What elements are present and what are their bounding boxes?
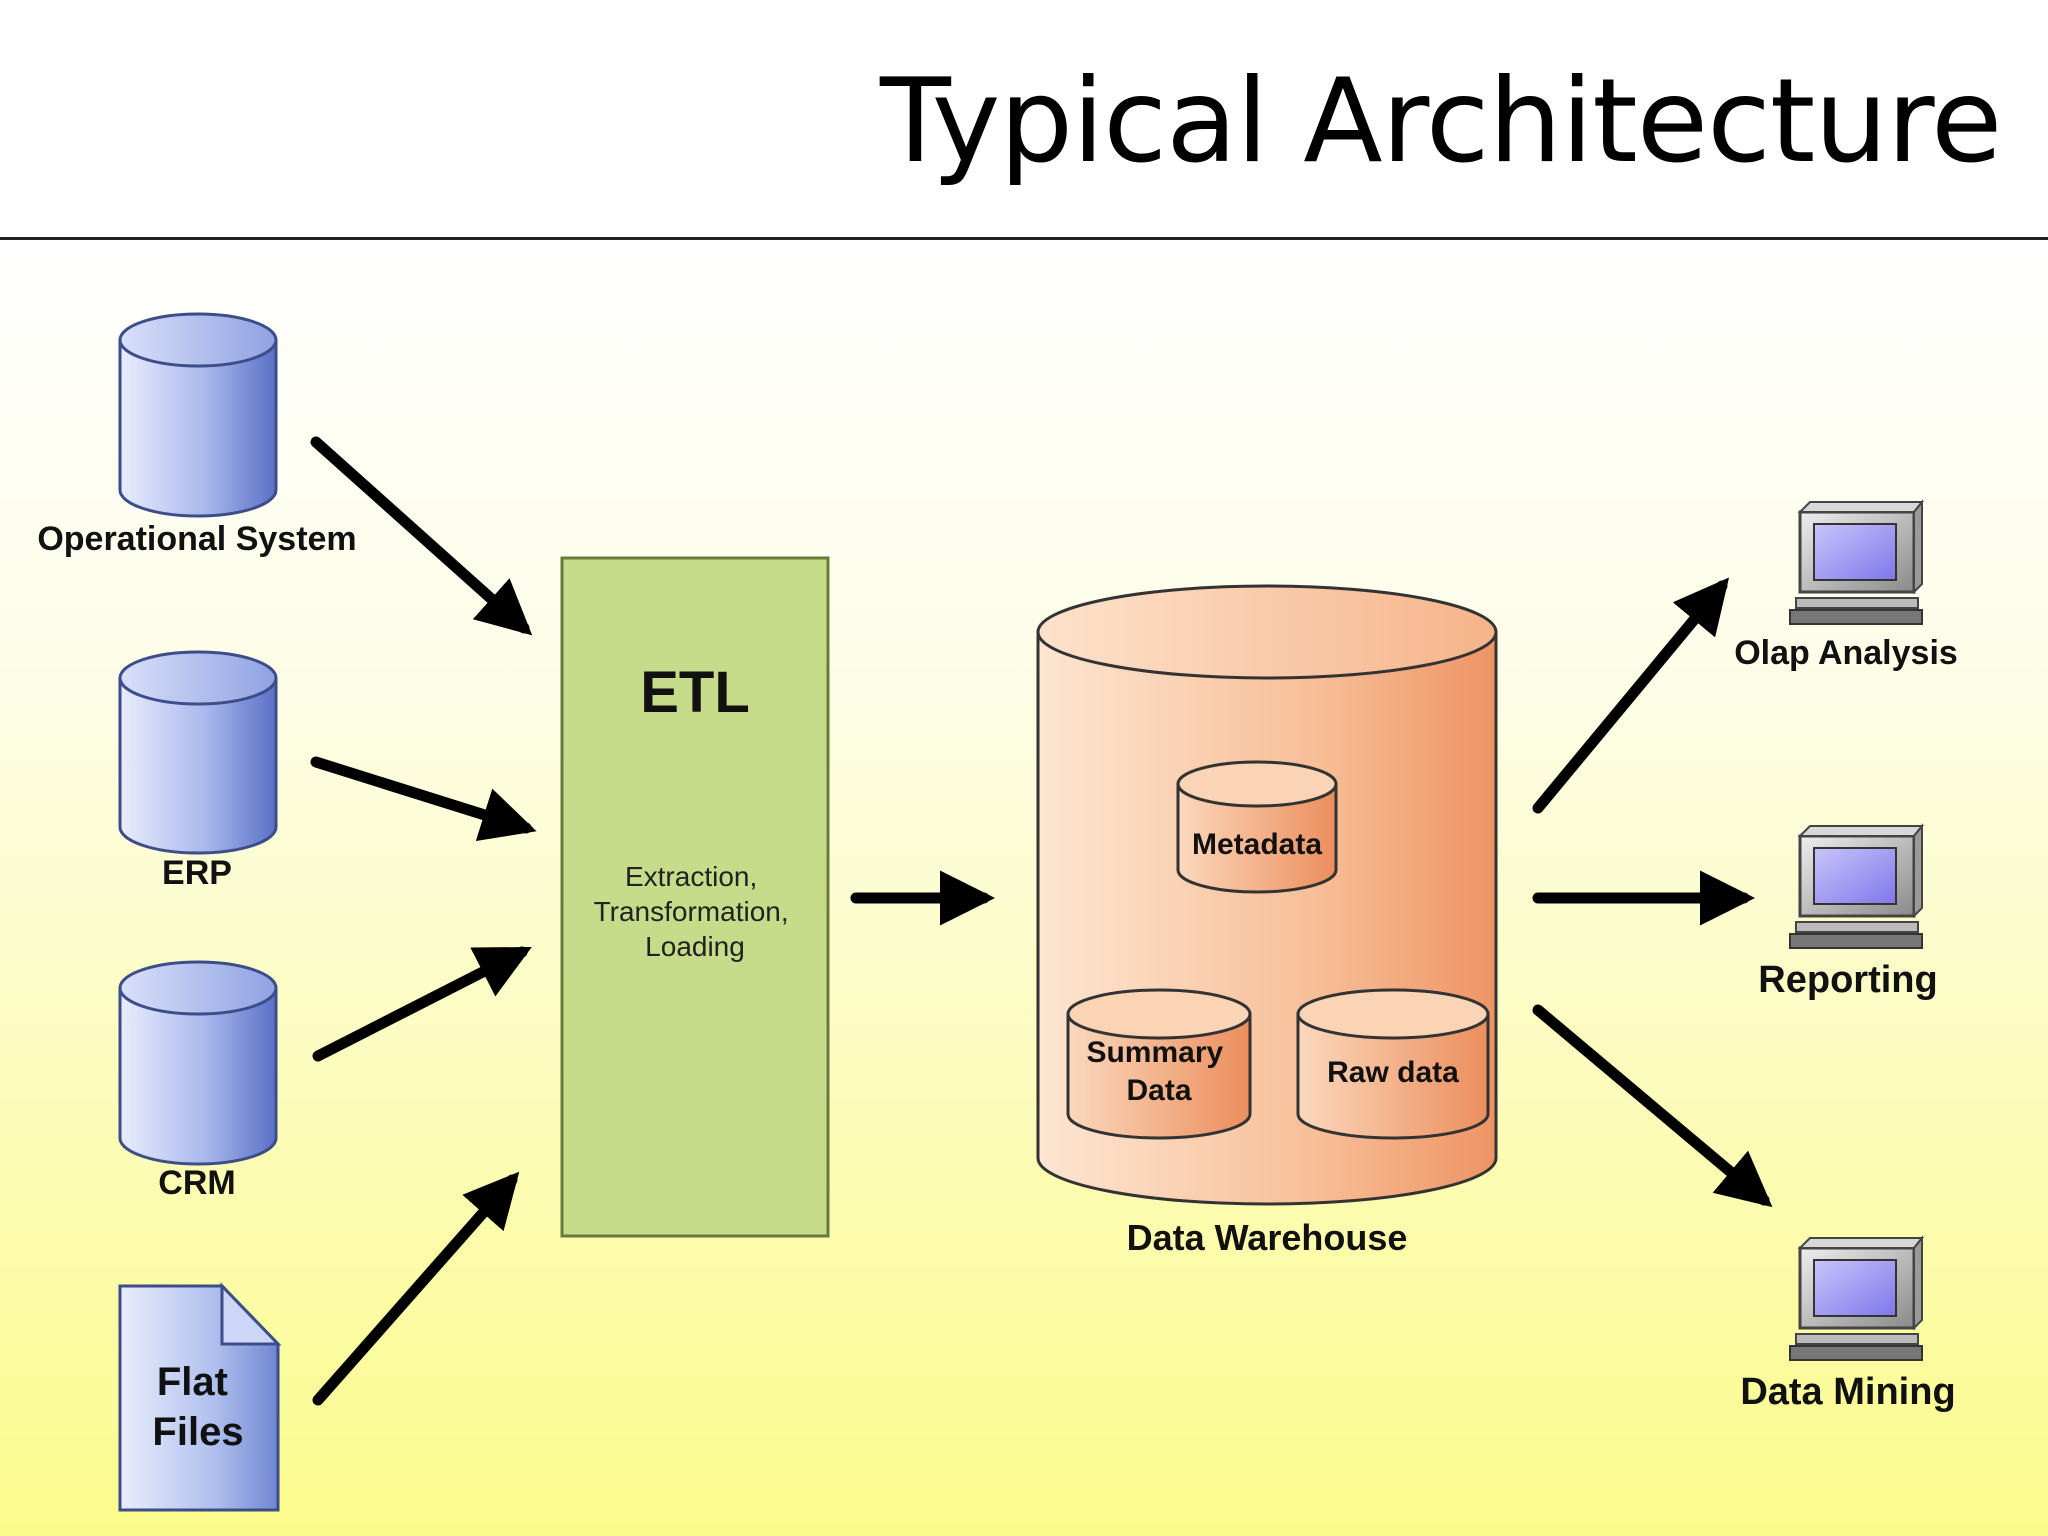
document-icon bbox=[118, 1282, 282, 1512]
etl-description-line: Transformation, bbox=[594, 896, 789, 927]
title-divider bbox=[0, 237, 2048, 240]
source-label: Operational System bbox=[37, 520, 356, 558]
source-label: Flat Files bbox=[152, 1360, 243, 1454]
source-operational-system: Operational System bbox=[37, 312, 357, 558]
output-olap-analysis: Olap Analysis bbox=[1734, 499, 1958, 672]
store-label: Summary Data bbox=[1086, 1036, 1231, 1107]
computer-icon bbox=[1789, 823, 1925, 949]
arrow-to-olap bbox=[1532, 577, 1730, 814]
arrow-erp-to-etl bbox=[310, 756, 537, 842]
etl-description-line: Extraction, bbox=[625, 861, 757, 892]
source-label-line: Flat bbox=[157, 1360, 228, 1404]
warehouse-label: Data Warehouse bbox=[1127, 1217, 1408, 1258]
arrow-crm-to-etl bbox=[312, 946, 532, 1062]
source-crm: CRM bbox=[118, 960, 278, 1202]
output-reporting: Reporting bbox=[1758, 823, 1938, 1001]
diagram-background bbox=[0, 240, 2048, 1536]
computer-icon bbox=[1789, 1235, 1925, 1361]
source-flat-files: Flat Files bbox=[118, 1282, 282, 1512]
etl-block: ETL Extraction, Transformation, Loading bbox=[560, 556, 830, 1238]
database-icon bbox=[118, 650, 278, 855]
source-label: ERP bbox=[162, 854, 232, 892]
output-label: Olap Analysis bbox=[1734, 634, 1958, 672]
data-warehouse: Metadata Summary Data Raw data Data Ware… bbox=[1036, 584, 1498, 1258]
store-metadata: Metadata bbox=[1176, 760, 1338, 894]
store-label-line: Data bbox=[1126, 1074, 1191, 1107]
arrow-files-to-etl bbox=[312, 1171, 520, 1406]
etl-title: ETL bbox=[640, 660, 750, 725]
slide-title: Typical Architecture bbox=[880, 54, 2002, 189]
source-erp: ERP bbox=[118, 650, 278, 892]
store-summary-data: Summary Data bbox=[1066, 988, 1252, 1140]
store-label: Raw data bbox=[1327, 1056, 1459, 1089]
output-label: Reporting bbox=[1758, 959, 1937, 1001]
etl-description-line: Loading bbox=[645, 931, 745, 962]
output-label: Data Mining bbox=[1740, 1371, 1955, 1413]
source-arrows bbox=[310, 436, 537, 1406]
store-label-line: Metadata bbox=[1192, 828, 1322, 861]
database-icon bbox=[118, 312, 278, 518]
etl-box bbox=[560, 556, 830, 1238]
computer-icon bbox=[1789, 499, 1925, 625]
arrow-to-mining bbox=[1532, 1004, 1773, 1208]
source-label-line: Files bbox=[152, 1410, 243, 1454]
source-label: CRM bbox=[158, 1164, 235, 1202]
store-label: Metadata bbox=[1192, 828, 1322, 861]
store-raw-data: Raw data bbox=[1296, 988, 1490, 1140]
store-label-line: Summary bbox=[1086, 1036, 1223, 1069]
arrow-operational-to-etl bbox=[310, 436, 533, 636]
database-icon bbox=[118, 960, 278, 1166]
store-label-line: Raw data bbox=[1327, 1056, 1459, 1089]
output-data-mining: Data Mining bbox=[1740, 1235, 1956, 1413]
architecture-diagram: Operational System ERP CRM Flat Files bbox=[0, 240, 2048, 1536]
output-arrows bbox=[1532, 577, 1773, 1208]
etl-description: Extraction, Transformation, Loading bbox=[594, 861, 797, 962]
